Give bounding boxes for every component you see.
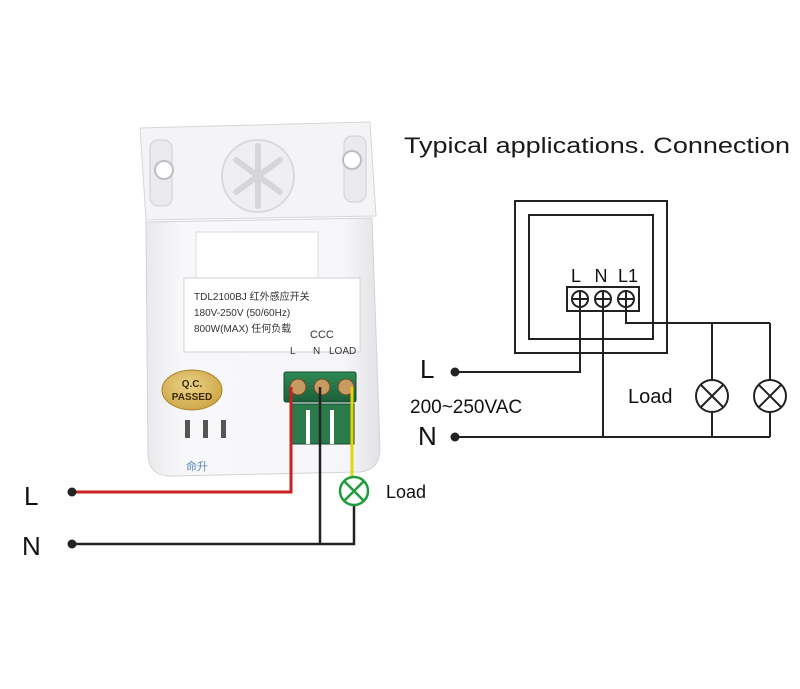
schematic-live-dot	[450, 367, 460, 377]
schematic-neutral-label: N	[418, 421, 437, 451]
device-wiring: L N Load	[22, 387, 426, 561]
schematic-voltage-label: 200~250VAC	[410, 397, 522, 418]
neutral-terminal-dot	[67, 539, 77, 549]
schematic-live-wire	[455, 307, 581, 373]
left-neutral-label: N	[22, 531, 41, 561]
lamp-icon	[695, 379, 729, 413]
screw-hole-right	[342, 150, 362, 170]
schematic-load-wire	[625, 307, 770, 324]
qc-text: Q.C.	[182, 379, 203, 390]
voltage-text: 180V-250V (50/60Hz)	[194, 308, 290, 319]
vent-slot	[221, 420, 226, 438]
vent-slot	[185, 420, 190, 438]
page-heading: Typical applications. Connection	[404, 133, 790, 158]
switch-box-outer	[514, 200, 668, 354]
schematic-terminal-n: N	[595, 266, 608, 286]
vent-slot	[203, 420, 208, 438]
terminal-screw-load	[337, 378, 355, 396]
sensor-grille	[233, 143, 283, 209]
terminal-gap	[330, 410, 334, 444]
cert-mark: CCC	[310, 329, 334, 341]
schematic-terminal-l: L	[571, 266, 581, 286]
live-wire	[72, 387, 293, 494]
terminal-symbol-l	[571, 290, 589, 308]
spec-label	[183, 277, 361, 353]
schematic-terminal-l1: L1	[618, 266, 638, 286]
neutral-wire	[72, 506, 356, 546]
switch-box-inner	[528, 214, 654, 340]
top-cutout	[195, 231, 319, 281]
schematic-neutral-dot	[450, 432, 460, 442]
terminal-screw-n	[313, 378, 331, 396]
terminal-symbol-n	[594, 290, 612, 308]
terminal-gap	[306, 410, 310, 444]
model-text: TDL2100BJ 红外感应开关	[194, 290, 310, 303]
lamp-cross	[343, 480, 365, 502]
left-load-label: Load	[386, 482, 426, 502]
connection-schematic: L N L1	[410, 200, 787, 451]
max-load-text: 800W(MAX) 任何负载	[194, 322, 291, 335]
terminal-symbol-l1	[617, 290, 635, 308]
qc-passed-sticker	[161, 369, 223, 411]
passed-text: PASSED	[172, 392, 212, 403]
terminal-body	[291, 403, 355, 445]
sensor-switch-device: TDL2100BJ 红外感应开关 180V-250V (50/60Hz) 800…	[139, 121, 381, 477]
schematic-load-label: Load	[628, 386, 673, 408]
screw-hole-left	[154, 160, 174, 180]
schematic-line-label: L	[420, 354, 434, 384]
brand-text: 命升	[186, 459, 208, 473]
terminal-label-l: L	[290, 346, 296, 357]
left-line-label: L	[24, 481, 38, 511]
live-terminal-dot	[67, 487, 77, 497]
lamp-icon	[753, 379, 787, 413]
terminal-label-n: N	[313, 346, 320, 357]
terminal-label-load: LOAD	[329, 346, 356, 357]
